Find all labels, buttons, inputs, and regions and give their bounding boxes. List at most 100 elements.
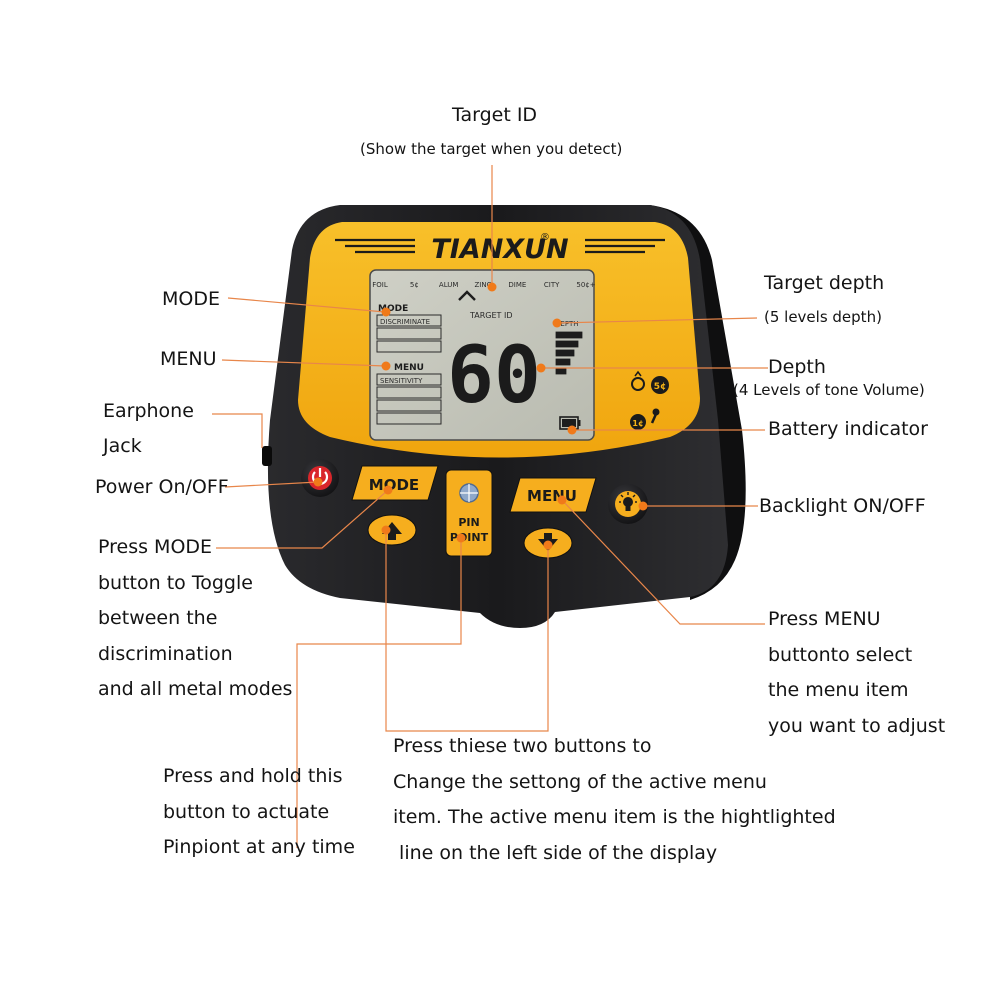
lcd-depth-bar [555, 358, 571, 366]
marker-down-arrow [543, 540, 553, 550]
lcd-depth-bar [555, 340, 579, 348]
lcd-depth-caption: DEPTH [555, 320, 579, 328]
lcd-mode-value: DISCRIMINATE [380, 318, 430, 326]
pinpoint-label-line1: PIN [458, 516, 479, 529]
callout-press-mode: Press MODE button to Toggle between the … [98, 530, 292, 708]
callout-press-menu-line: Press MENU [768, 608, 881, 630]
lcd-top-row-label: DIME [508, 281, 526, 289]
lcd-id-pointer-icon [458, 290, 476, 301]
lcd-top-row-label: FOIL [372, 281, 388, 289]
earphone-jack[interactable] [262, 446, 272, 466]
lcd-mode-caption: MODE [378, 304, 408, 314]
lcd-target-id-caption: TARGET ID [469, 311, 513, 320]
marker-battery [567, 425, 577, 435]
brand-logo: TIANXUN [431, 234, 569, 265]
leader-power [224, 481, 319, 488]
marker-target-depth [552, 318, 562, 328]
svg-text:5¢: 5¢ [654, 382, 667, 392]
lcd-depth-meter [555, 331, 583, 375]
svg-text:1¢: 1¢ [632, 419, 643, 428]
coin-1c-icon: 1¢ [630, 414, 646, 430]
callout-press-mode-line: and all metal modes [98, 678, 293, 700]
callout-press-menu-line: you want to adjust [768, 714, 946, 737]
marker-depth [536, 363, 546, 373]
leader-press-mode [216, 489, 389, 549]
leader-menu [221, 359, 386, 367]
registered-mark: ® [540, 232, 550, 243]
lcd-depth-bar [555, 331, 583, 339]
leader-mode [227, 297, 386, 313]
callout-power: Power On/OFF [95, 476, 229, 498]
callout-press-menu: Press MENU buttonto select the menu item… [768, 602, 945, 744]
lcd-mode-slot-1 [376, 327, 442, 340]
callout-press-mode-line: discrimination [98, 642, 233, 665]
callout-press-menu-line: the menu item [768, 679, 909, 701]
callout-press-mode-line: button to Toggle [98, 571, 253, 594]
coin-ring-icon [631, 370, 645, 391]
callout-press-hold-line: Press and hold this [163, 765, 343, 787]
callout-press-hold-line: Pinpiont at any time [163, 836, 355, 858]
lcd-depth-bar [555, 349, 575, 357]
leader-earphone [212, 413, 263, 448]
marker-pinpoint [456, 533, 466, 543]
marker-menu [381, 361, 391, 371]
marker-up-arrow [381, 525, 391, 535]
lcd-mode-slot-2 [376, 340, 442, 353]
leader-target-depth [557, 317, 758, 324]
leader-press-menu [561, 499, 765, 625]
callout-press-arrows-line: line on the left side of the display [393, 841, 718, 864]
backlight-button[interactable] [608, 484, 648, 524]
lcd-top-row-label: ZINC [475, 281, 492, 289]
lcd-menu-value: SENSITIVITY [380, 377, 423, 385]
callout-target-id-title: Target ID [452, 104, 538, 126]
lcd-menu-caption: MENU [394, 363, 424, 373]
callout-target-depth-sub: (5 levels depth) [764, 308, 882, 326]
callout-backlight: Backlight ON/OFF [759, 495, 926, 517]
callout-press-arrows-line: Change the settong of the active menu [393, 770, 767, 793]
callout-press-menu-line: buttonto select [768, 643, 913, 666]
callout-battery: Battery indicator [768, 418, 928, 440]
lcd-target-id-value: 60 [447, 331, 541, 421]
callout-depth-sub: (4 Levels of tone Volume) [733, 381, 925, 399]
callout-depth-title: Depth [768, 356, 826, 378]
callout-target-id-sub: (Show the target when you detect) [360, 140, 623, 158]
lcd-menu-slot-3 [376, 412, 442, 425]
marker-press-mode [383, 485, 393, 495]
mode-button-label: MODE [369, 476, 419, 494]
callout-target-depth-title: Target depth [764, 272, 885, 294]
callout-press-arrows-line: Press thiese two buttons to [393, 735, 652, 757]
callout-press-arrows: Press thiese two buttons to Change the s… [393, 729, 836, 871]
lcd-mode-value-box [376, 314, 442, 327]
marker-press-menu [557, 495, 567, 505]
logo-stripes [335, 238, 665, 254]
callout-mode: MODE [162, 288, 220, 310]
callout-earphone-line1: Earphone [103, 400, 194, 422]
marker-backlight [638, 501, 648, 511]
callout-earphone-line2: Jack [103, 435, 142, 457]
lcd-menu-slot-2 [376, 399, 442, 412]
marker-power [313, 477, 323, 487]
leader-press-hold [296, 538, 462, 848]
callout-press-mode-line: Press MODE [98, 536, 213, 558]
callout-press-arrows-line: item. The active menu item is the hightl… [393, 806, 836, 828]
lcd-menu-slot-1 [376, 386, 442, 399]
lcd-top-row-label: CITY [544, 281, 560, 289]
arrow-up-icon [382, 522, 402, 540]
lcd-top-row-label: ALUM [439, 281, 459, 289]
marker-mode [381, 307, 391, 317]
callout-press-mode-line: between the [98, 607, 218, 629]
callout-press-hold: Press and hold this button to actuate Pi… [163, 759, 355, 866]
lcd-menu-value-box [376, 373, 442, 386]
pinpoint-button[interactable]: PIN POINT [445, 469, 493, 557]
lcd-top-row-label: 50¢+ [576, 281, 595, 289]
callout-menu: MENU [160, 348, 217, 370]
marker-target-id [487, 282, 497, 292]
up-arrow-button[interactable] [367, 514, 417, 546]
bulb-icon [619, 492, 637, 511]
coin-5c-icon: 5¢ [651, 376, 669, 394]
leader-arrows [385, 530, 549, 732]
callout-press-hold-line: button to actuate [163, 800, 330, 823]
mode-button[interactable]: MODE [351, 465, 439, 501]
